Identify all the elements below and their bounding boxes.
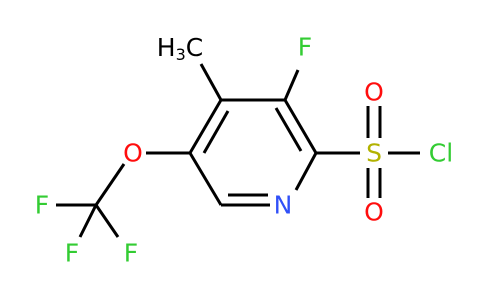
bond-c6-c5: [188, 152, 223, 206]
atom-labels: H3C F S O O Cl N O F F F: [35, 33, 453, 268]
bond-o-cf3: [94, 163, 126, 206]
chlorine-label: Cl: [429, 139, 453, 168]
bond-c3-f: [283, 69, 300, 101]
oxygen-ether-label: O: [123, 139, 143, 168]
bonds: [56, 63, 420, 238]
bond-cf3-f-left: [78, 204, 98, 238]
nitrogen-label: N: [274, 191, 293, 220]
methyl-group-label: H3C: [157, 33, 203, 64]
double-bond-c3-c2: [274, 107, 303, 152]
fluorine-ring-label: F: [298, 33, 312, 62]
oxygen-top-label: O: [364, 78, 384, 107]
bond-c2-n1: [294, 152, 318, 191]
fluorine-cf3-right-label: F: [124, 239, 138, 268]
oxygen-bottom-label: O: [364, 198, 384, 227]
bond-c5-c4: [188, 99, 223, 154]
bond-c3-c2: [283, 99, 318, 154]
fluorine-cf3-top-label: F: [35, 191, 49, 220]
bond-c4-methyl: [199, 63, 223, 101]
bond-cf3-f-right: [94, 204, 120, 238]
fluorine-cf3-left-label: F: [65, 239, 79, 268]
sulfur-label: S: [366, 139, 382, 168]
double-bond-c5-c4: [202, 110, 230, 154]
